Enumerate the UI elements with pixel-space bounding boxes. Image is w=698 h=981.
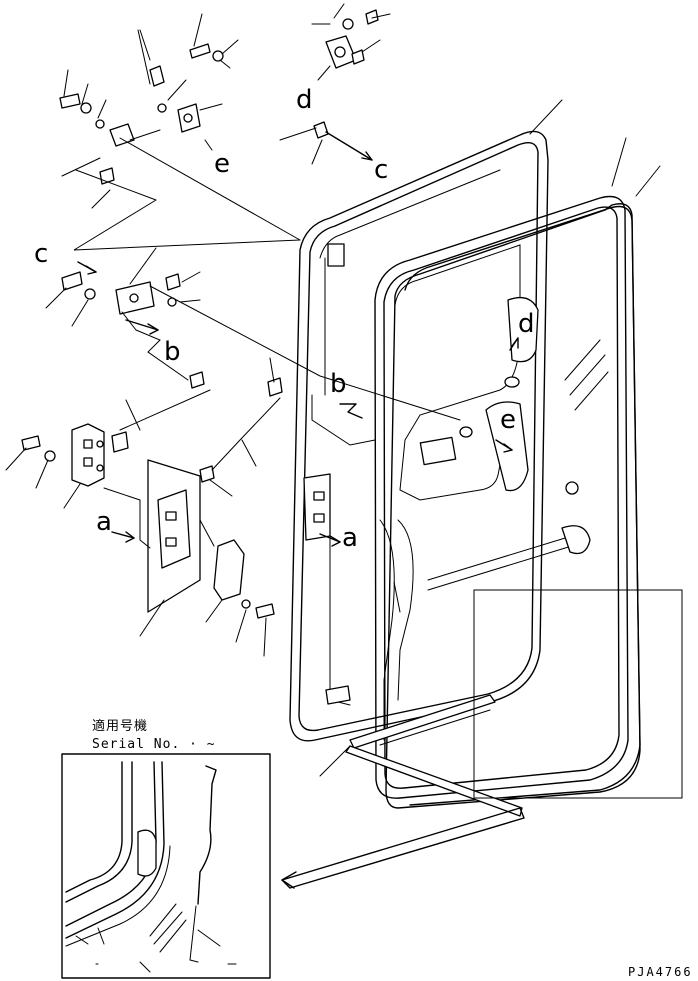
label-e-top: e xyxy=(214,149,230,179)
bracket-d xyxy=(279,3,391,165)
label-d-panel: d xyxy=(518,309,535,339)
label-d-top: d xyxy=(296,85,313,115)
door-glass xyxy=(404,205,641,806)
label-e-panel: e xyxy=(500,405,516,435)
door-inner-panel xyxy=(329,195,641,809)
hinge-assembly-top xyxy=(59,13,301,251)
inset-frame xyxy=(61,753,271,979)
label-c-top: c xyxy=(374,155,388,185)
cutout-a xyxy=(303,473,331,541)
label-a-left: a xyxy=(96,507,112,537)
label-a-panel: a xyxy=(342,523,358,553)
detail-region-box xyxy=(473,589,683,799)
serial-note-jp: 適用号機 xyxy=(92,718,148,734)
drawing-code: PJA4766 xyxy=(628,965,693,979)
label-b-left: b xyxy=(164,337,181,367)
callout-labels: a a b b c c d d e e xyxy=(34,85,535,553)
hinge-assembly-middle xyxy=(45,247,461,497)
door-outer-frame xyxy=(289,130,549,742)
serial-note-en: Serial No. · ~ xyxy=(92,737,216,752)
panel-cutouts xyxy=(303,243,591,705)
cutout-d xyxy=(507,296,539,363)
leader-lines xyxy=(319,99,661,777)
weather-strip xyxy=(281,694,525,889)
lock-assembly xyxy=(5,337,519,657)
label-b-panel: b xyxy=(330,369,347,399)
inset-detail xyxy=(61,753,271,979)
label-c-left: c xyxy=(34,239,48,269)
